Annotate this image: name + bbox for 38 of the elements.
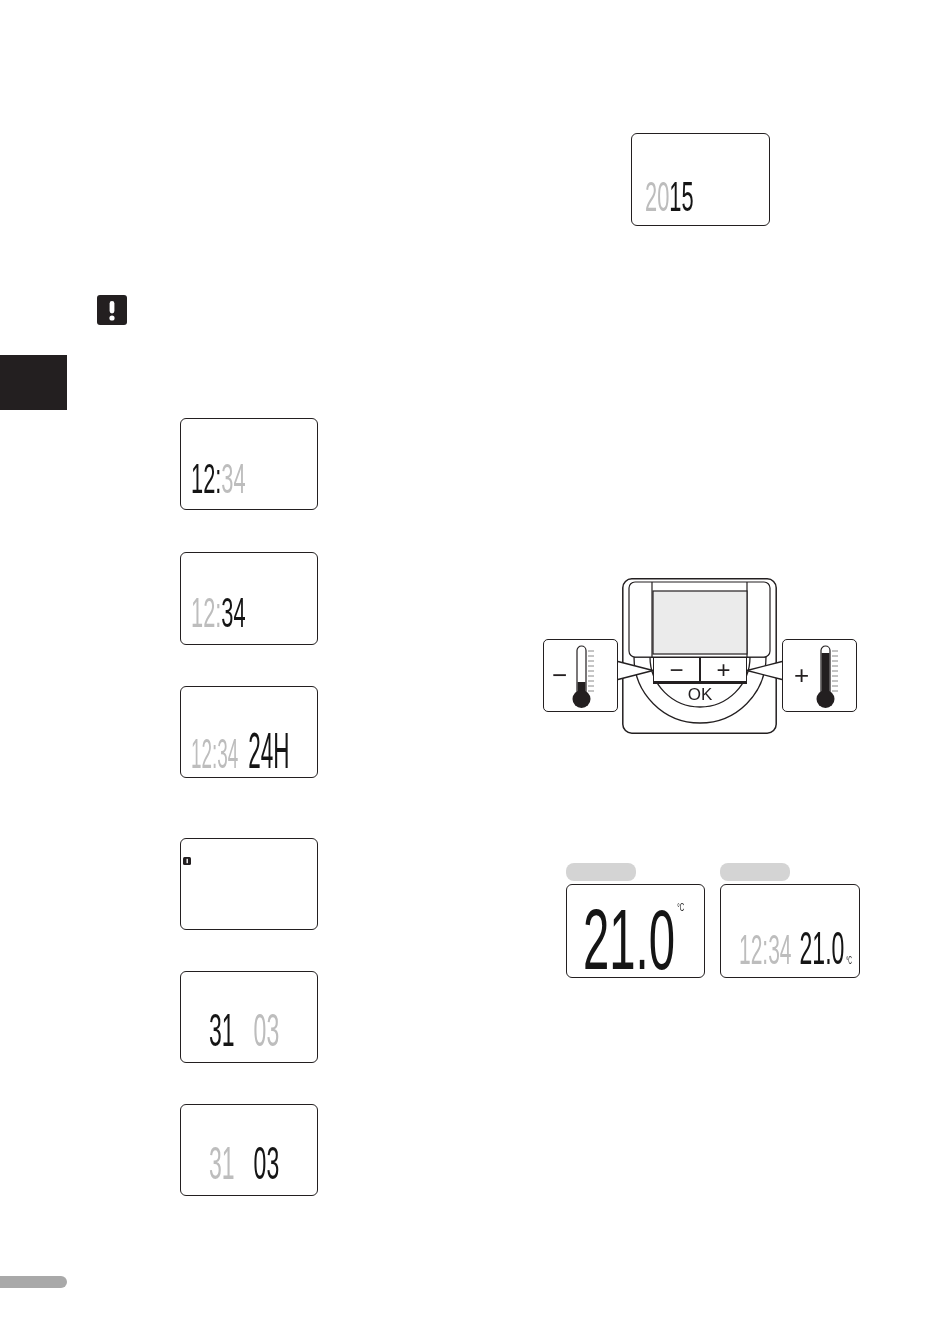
lcd-digits: 31 bbox=[209, 1143, 235, 1183]
ok-label: OK bbox=[672, 684, 728, 704]
lcd-digits: 20 bbox=[645, 178, 670, 215]
callout-box bbox=[782, 639, 857, 712]
lcd-screen bbox=[720, 884, 860, 978]
unit-label: °C bbox=[677, 902, 685, 913]
lcd-screen bbox=[180, 418, 318, 510]
lcd-screen bbox=[566, 884, 705, 978]
lcd-digits: 34 bbox=[221, 460, 246, 497]
minus-button: − bbox=[653, 657, 700, 684]
lcd-digits: 24H bbox=[248, 730, 290, 773]
lcd-screen bbox=[180, 686, 318, 778]
lcd-digits: 03 bbox=[253, 1143, 280, 1183]
label-tab bbox=[720, 863, 790, 881]
lcd-digits: 31 bbox=[209, 1010, 235, 1050]
lcd-digits: 12: bbox=[191, 594, 222, 631]
plus-button: + bbox=[700, 657, 747, 684]
lcd-digits: 21.0 bbox=[583, 902, 676, 976]
lcd-digits: 15 bbox=[669, 178, 694, 215]
lcd-digits: 21.0 bbox=[799, 929, 845, 969]
lcd-screen bbox=[180, 1104, 318, 1196]
minus-sign: − bbox=[552, 662, 568, 688]
lcd-screen bbox=[180, 552, 318, 645]
lcd-digits: 12:34 bbox=[191, 736, 239, 772]
thermostat-body bbox=[622, 578, 777, 734]
lcd-digits: 12:34 bbox=[739, 932, 792, 968]
plus-sign: + bbox=[794, 662, 810, 688]
lcd-screen bbox=[631, 133, 770, 226]
unit-label: °C bbox=[846, 957, 852, 966]
lcd-digits: 34 bbox=[221, 594, 246, 631]
label-tab bbox=[566, 863, 636, 881]
callout-pointer bbox=[617, 660, 654, 681]
lcd-digits: 12: bbox=[191, 460, 222, 497]
callout-pointer bbox=[746, 660, 783, 681]
lcd-digits: 03 bbox=[253, 1010, 280, 1050]
callout-box bbox=[543, 639, 618, 712]
lcd-screen bbox=[180, 971, 318, 1063]
lcd-screen bbox=[180, 838, 318, 930]
